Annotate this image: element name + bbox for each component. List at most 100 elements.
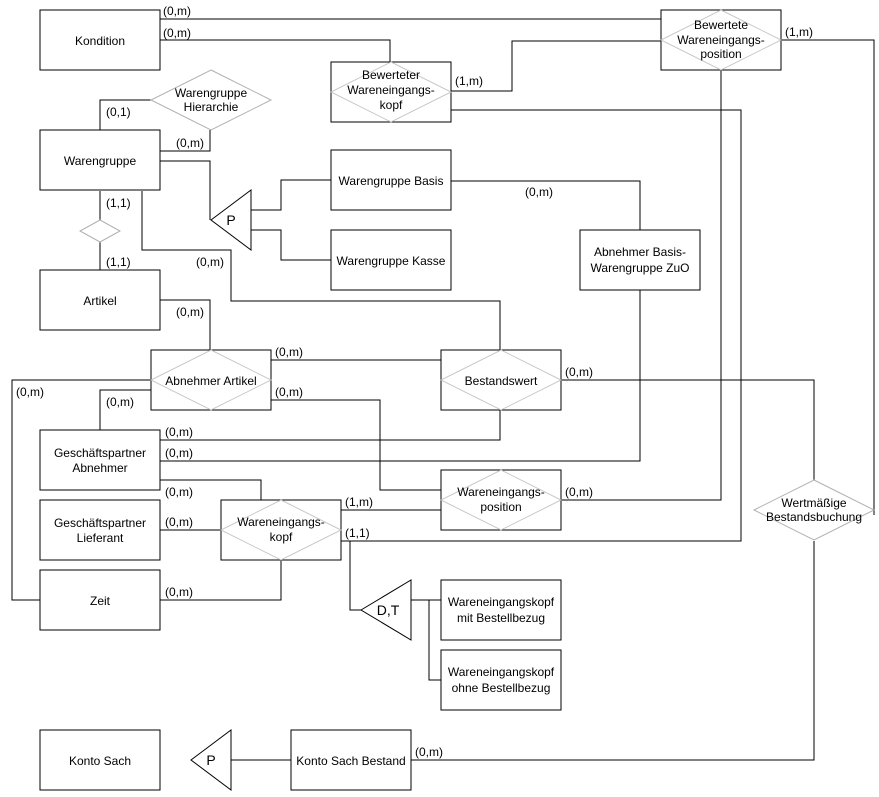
entity-warengruppe-basis[interactable]: Warengruppe Basis [330,149,452,211]
generalization-warengruppe: P [210,189,252,251]
entity-wareneingangskopf-mit-bestellbezug[interactable]: Wareneingangskopf mit Bestellbezug [440,579,562,641]
generalization-konto-sach: P [190,729,232,791]
entity-wareneingangsposition[interactable]: Wareneingangs- position [439,469,563,531]
relationship-label-line: Wertmäßige [781,496,846,510]
generalization-label: D,T [377,602,400,618]
line-generalization-kasse [251,229,331,261]
entity-artikel[interactable]: Artikel [39,269,161,331]
entity-label-line: Geschäftspartner [54,446,146,460]
connector-lines [11,18,875,761]
line-gp-abnehmer-zuo [160,290,641,462]
entity-label-line: kopf [270,530,293,544]
entity-label-line: kopf [380,98,403,112]
cardinality-label: (0,m) [275,385,303,399]
entity-label-line: Lieferant [77,531,124,545]
entity-label-line: Abnehmer [72,461,127,475]
cardinality-label: (0,m) [165,446,193,460]
entity-bewertete-wareneingangsposition[interactable]: Bewertete Wareneingangs- position [659,9,783,71]
line-kopf-bewerteter-kopf [341,109,742,542]
line-warengruppe-hierarchie-side [160,130,211,152]
cardinality-label: (0,m) [165,425,193,439]
entity-label: Kondition [75,34,125,48]
entity-label-line: Warengruppe ZuO [591,261,690,275]
entity-bestandswert[interactable]: Bestandswert [439,349,563,411]
entity-label: Warengruppe Basis [339,174,444,188]
entity-wareneingangskopf-ohne-bestellbezug[interactable]: Wareneingangskopf ohne Bestellbezug [440,649,562,711]
cardinality-label: (0,m) [565,485,593,499]
generalization-wareneingangskopf: D,T [360,579,412,641]
line-gp-abnehmer-bestandswert [160,410,501,441]
entity-label: Artikel [83,294,116,308]
entity-konto-sach[interactable]: Konto Sach [39,729,161,791]
line-generalization-basis [251,179,331,211]
line-dt-ohne [428,600,441,681]
entity-label: Warengruppe Kasse [337,254,446,268]
cardinality-label: (0,m) [16,385,44,399]
entity-bewerteter-wareneingangskopf[interactable]: Bewerteter Wareneingangs- kopf [329,61,453,123]
entity-label-line: Bewerteter [362,68,420,82]
entity-konto-sach-bestand[interactable]: Konto Sach Bestand [290,729,412,791]
relationship-label-line: Bestandsbuchung [766,510,862,524]
cardinality-label: (1,1) [106,255,131,269]
entity-warengruppe[interactable]: Warengruppe [39,129,161,191]
entity-zeit[interactable]: Zeit [39,569,161,631]
entity-warengruppe-kasse[interactable]: Warengruppe Kasse [330,229,452,291]
cardinality-label: (0,m) [176,305,204,319]
cardinality-label: (1,m) [785,25,813,39]
entity-label-line: Wareneingangskopf [448,595,555,609]
entity-label-line: Bewertete [694,18,748,32]
entity-label-line: position [480,500,521,514]
line-warengruppe-generalization [160,160,211,220]
relationship-diamond-warengruppe-artikel [78,219,122,243]
relationship-wertmaessige-bestandsbuchung[interactable]: Wertmäßige Bestandsbuchung [752,479,876,541]
cardinality-label: (0,m) [415,745,443,759]
entity-label: Bestandswert [465,374,538,388]
cardinality-label: (0,m) [196,255,224,269]
cardinality-label: (0,1) [106,105,131,119]
line-kopf-generalization [349,541,361,611]
relationship-label-line: Warengruppe [175,86,248,100]
line-gp-abnehmer-abnehmer-artikel [99,389,151,430]
entity-wareneingangskopf[interactable]: Wareneingangs- kopf [219,499,343,561]
entity-label-line: Wareneingangs- [677,33,765,47]
line-bewertete-position-buchung [780,39,875,515]
entity-abnehmer-artikel[interactable]: Abnehmer Artikel [149,349,273,411]
cardinality-label: (0,m) [176,136,204,150]
line-artikel-abnehmer-artikel [160,299,211,350]
entity-label: Konto Sach Bestand [296,754,405,768]
entity-kondition[interactable]: Kondition [39,9,161,71]
entity-geschaeftspartner-abnehmer[interactable]: Geschäftspartner Abnehmer [39,429,161,491]
line-bewerteter-kopf-position [451,40,661,92]
entity-label: Konto Sach [69,754,131,768]
cardinality-label: (0,m) [275,345,303,359]
cardinality-label: (0,m) [525,185,553,199]
line-position-bewertete-position [560,70,722,501]
cardinality-label: (1,1) [106,196,131,210]
generalization-label: P [206,752,215,768]
entity-abnehmer-basis-warengruppe-zuo[interactable]: Abnehmer Basis- Warengruppe ZuO [579,229,701,291]
relationship-warengruppe-hierarchie[interactable]: Warengruppe Hierarchie [149,69,273,131]
cardinality-label: (0,m) [165,515,193,529]
cardinality-labels: (0,m) (0,m) (1,m) (1,m) (0,1) (0,m) (1,1… [16,4,813,759]
entity-geschaeftspartner-lieferant[interactable]: Geschäftspartner Lieferant [39,499,161,561]
cardinality-label: (1,m) [455,74,483,88]
line-kondition-bewerteter-kopf [160,39,391,62]
line-warengruppe-bestandswert [141,191,501,350]
entity-label-line: position [700,47,741,61]
cardinality-label: (0,m) [163,26,191,40]
line-warengruppe-hierarchie-top [99,99,151,130]
entity-label-line: ohne Bestellbezug [452,681,551,695]
cardinality-label: (0,m) [165,585,193,599]
cardinality-label: (0,m) [163,4,191,18]
entity-label-line: Wareneingangs- [237,515,325,529]
entity-label-line: Geschäftspartner [54,516,146,530]
cardinality-label: (1,1) [345,526,370,540]
entity-label-line: Wareneingangs- [457,485,545,499]
entity-label: Zeit [90,594,111,608]
entity-label-line: Wareneingangs- [347,83,435,97]
relationship-label-line: Hierarchie [184,100,239,114]
cardinality-label: (1,m) [345,495,373,509]
generalization-label: P [226,212,235,228]
cardinality-label: (0,m) [106,395,134,409]
